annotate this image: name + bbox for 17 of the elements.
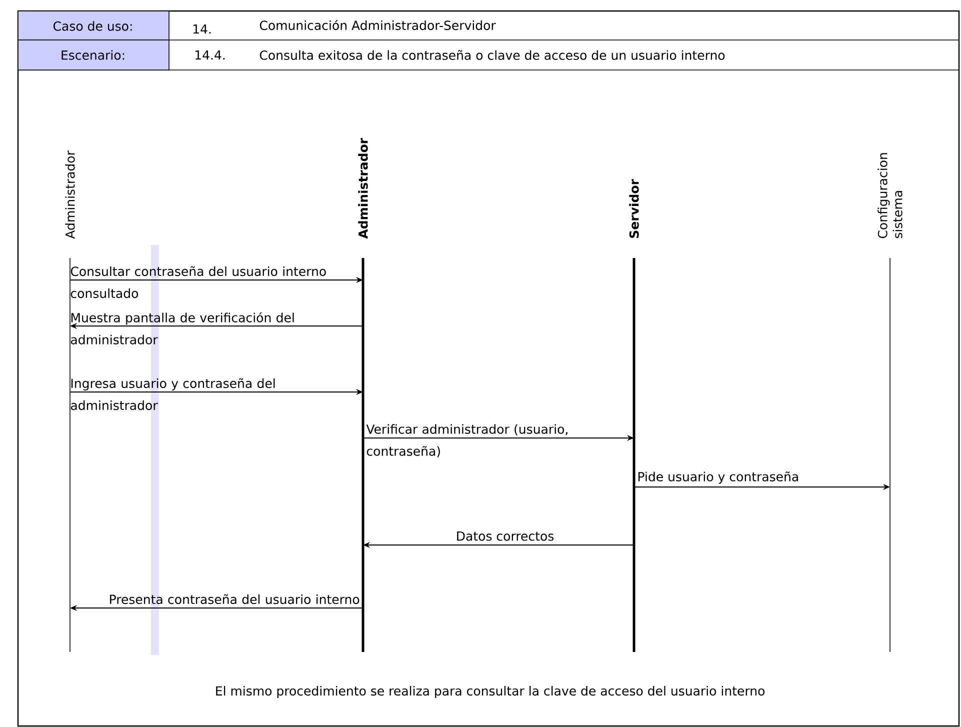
lifeline: Servidor bbox=[629, 179, 639, 652]
case-title: Consulta exitosa de la contraseña o clave de acceso de un usuario interno bbox=[260, 50, 725, 60]
edge-label: Muestra pantalla de verificación del administrador bbox=[70, 312, 294, 344]
edge-label: Pide usuario y contraseña bbox=[638, 471, 798, 484]
footnote: El mismo procedimiento se realiza para consultar la clave de acceso del usuario interno bbox=[216, 686, 764, 698]
lifeline: Administrador bbox=[358, 138, 368, 652]
case-title: Comunicación Administrador-Servidor bbox=[260, 20, 496, 30]
lifeline: Configuracion sistema bbox=[878, 153, 902, 652]
edge-label: Datos correctos bbox=[457, 532, 554, 541]
case-number: 14. bbox=[193, 24, 211, 34]
header-cell: Caso de uso: bbox=[18, 10, 170, 40]
header-cell: Escenario: bbox=[18, 40, 170, 70]
edge-label: Presenta contraseña del usuario interno bbox=[110, 594, 360, 604]
case-number: 14.4. bbox=[195, 50, 225, 60]
edge-label: Verificar administrador (usuario, contraseña) bbox=[366, 424, 568, 458]
edge-label: Consultar contraseña del usuario interno consultado bbox=[70, 266, 326, 298]
edge-label: Ingresa usuario y contraseña del administrador bbox=[70, 378, 275, 410]
